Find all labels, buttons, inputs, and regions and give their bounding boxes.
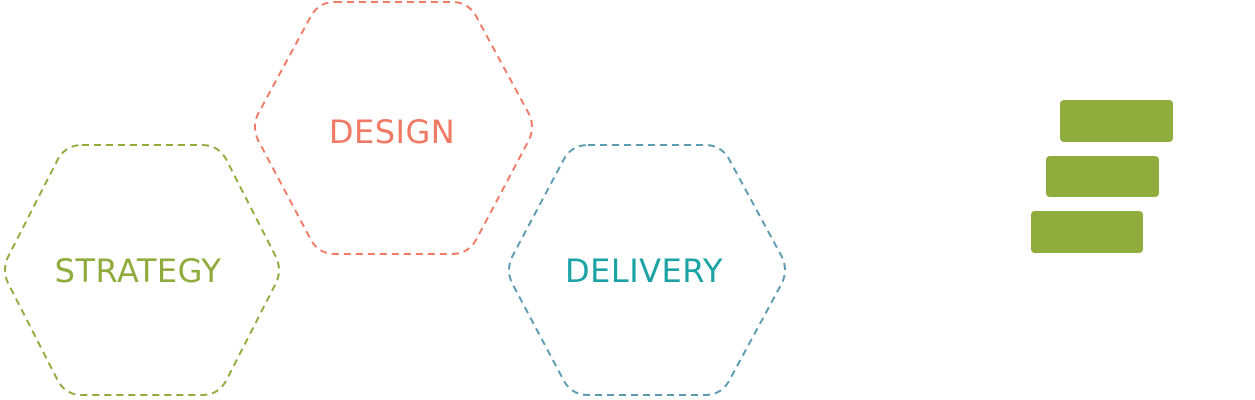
stacked-bars-logo-icon [1031,100,1173,253]
hexagon-strategy-label: STRATEGY [55,252,222,290]
logo-bar-bottom [1031,211,1143,253]
hexagon-delivery-label: DELIVERY [565,252,723,290]
hexagon-delivery: DELIVERY [508,144,786,396]
logo-bar-middle [1046,156,1159,197]
logo-bar-top [1060,100,1173,142]
hexagon-design-outline [254,1,533,255]
hexagon-delivery-outline [508,144,786,396]
hexagon-design-label: DESIGN [329,113,455,151]
hexagon-strategy-outline [4,144,280,396]
hexagon-strategy: STRATEGY [4,144,280,396]
hexagon-design: DESIGN [254,1,533,255]
